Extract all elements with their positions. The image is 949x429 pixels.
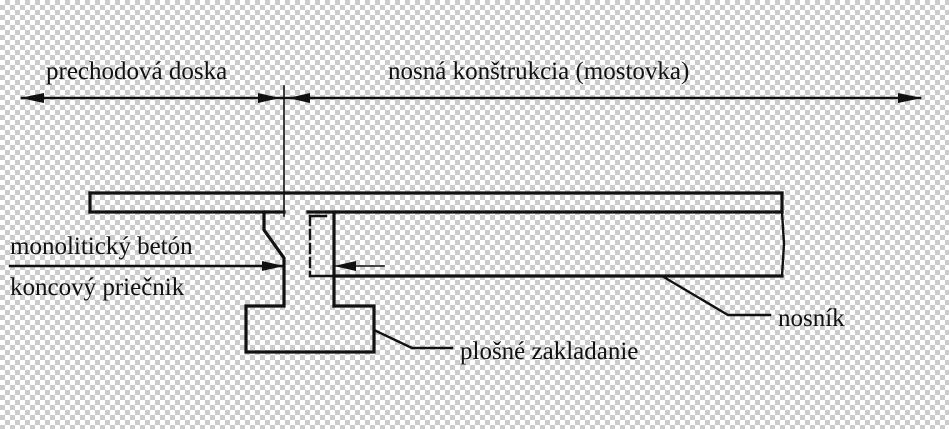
label-monolithic-concrete: monolitický betón (10, 233, 193, 260)
label-transition-slab: prechodová doska (46, 58, 227, 85)
leader-monolithic (8, 261, 284, 271)
label-spread-foundation: plošné zakladanie (460, 338, 638, 365)
arrow-right-end (898, 93, 922, 103)
arrow-left-start (20, 93, 44, 103)
arrow-deck-start (288, 93, 310, 103)
end-crossbeam (244, 210, 376, 354)
deck-slab (88, 191, 784, 214)
monolithic-joint (308, 214, 385, 278)
label-end-crossbeam: koncový priečnik (10, 274, 185, 301)
leader-foundation (372, 328, 454, 350)
arrow-slab-end (258, 93, 280, 103)
dimension-line (20, 93, 922, 103)
label-superstructure: nosná konštrukcia (mostovka) (388, 58, 689, 85)
arrow-monolithic (334, 261, 356, 271)
label-girder: nosník (778, 305, 845, 332)
leader-girder (660, 274, 772, 317)
girder-body (332, 210, 786, 308)
